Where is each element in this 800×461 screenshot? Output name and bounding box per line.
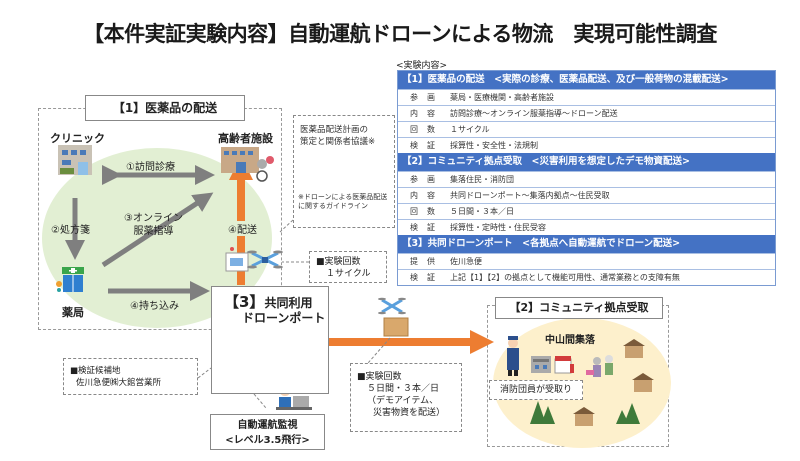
row-value: 訪問診療〜オンライン服薬指導〜ドローン配送: [450, 109, 618, 118]
port-title-line2: ドローンポート: [242, 311, 326, 325]
table-section-header: 【2】コミュニティ拠点受取 <災害利用を想定したデモ物資配送>: [398, 153, 775, 171]
section2-title: 【2】コミュニティ拠点受取: [495, 297, 663, 319]
row-key: 検証: [410, 223, 444, 232]
step3-label: ③オンライン 服薬指導: [124, 212, 183, 238]
pharmacy-icon: [56, 267, 84, 292]
pharmacy-label: 薬局: [62, 306, 84, 319]
experiment-table: 【1】医薬品の配送 <実際の診療、医薬品配送、及び一般荷物の混載配送> 参画薬局…: [397, 70, 776, 286]
arrow-online: [101, 192, 214, 268]
clinic-label: クリニック: [50, 132, 105, 145]
count-note-line1: ■実験回数: [316, 257, 361, 267]
step1-label: ①訪問診療: [126, 162, 175, 173]
plan-note-line1: 医薬品配送計画の: [300, 125, 369, 135]
route2-count-note: ■実験回数 ５日間・３本／日 （デモアイテム、 災害物資を配送）: [350, 363, 462, 432]
step4-bring-label: ④持ち込み: [130, 301, 179, 312]
post-office-icon: [554, 356, 574, 374]
step3-line2: 服薬指導: [133, 226, 174, 237]
row-key: 参画: [410, 93, 444, 102]
row-key: 回数: [410, 207, 444, 216]
candidate-line1: ■検証候補地: [70, 366, 121, 376]
table-row: 参画薬局・医療機関・高齢者施設: [398, 89, 775, 105]
route2-line4: 災害物資を配送）: [373, 408, 446, 418]
candidate-line2: 佐川急便㈱大館営業所: [76, 378, 162, 388]
row-value: 採算性・定時性・住民受容: [450, 223, 546, 232]
row-key: 内容: [410, 109, 444, 118]
row-key: 検証: [410, 273, 444, 282]
row-value: 上記【1】【2】の拠点として機能可用性、通常業務との支障有無: [450, 273, 680, 282]
elderly-facility-icon: [221, 147, 274, 182]
firefighter-icon: [507, 336, 519, 376]
table-row: 検証採算性・定時性・住民受容: [398, 219, 775, 235]
callout-lines: [197, 219, 391, 409]
drone-package-icon: [225, 247, 249, 272]
row-key: 検証: [410, 141, 444, 150]
table-row: 参画集落住民・消防団: [398, 171, 775, 187]
auto-monitor-box: 自動運航監視 <レベル3.5飛行>: [210, 414, 325, 450]
guideline-note: ※ドローンによる医薬品配送に関するガイドライン: [298, 193, 388, 210]
table-caption: <実験内容>: [396, 61, 448, 71]
monitor-line1: 自動運航監視: [237, 420, 298, 431]
table-section-header: 【3】共同ドローンポート <各拠点へ自動運航でドローン配送>: [398, 235, 775, 253]
candidate-site-note: ■検証候補地 佐川急便㈱大館営業所: [63, 358, 198, 395]
row-value: 共同ドローンポート〜集落内拠点〜住民受取: [450, 191, 610, 200]
step4-delivery-label: ④配送: [228, 221, 257, 236]
step3-line1: ③オンライン: [124, 213, 183, 224]
row-value: ５日間・３本／日: [450, 207, 514, 216]
table-row: 回数 １サイクル: [398, 121, 775, 137]
count-note-line2: １サイクル: [326, 269, 371, 279]
table-row: 内容訪問診療〜オンライン服薬指導〜ドローン配送: [398, 105, 775, 121]
section1-title: 【1】医薬品の配送: [85, 95, 245, 121]
row-value: １サイクル: [450, 125, 490, 134]
plan-note: 医薬品配送計画の策定と関係者協議※ ※ドローンによる医薬品配送に関するガイドライ…: [293, 115, 395, 228]
port-title-line1: 共同利用: [264, 296, 313, 310]
elderly-facility-label: 高齢者施設: [218, 132, 273, 145]
row-value: 採算性・安全性・法規制: [450, 141, 538, 150]
section1-count-note: ■実験回数 １サイクル: [309, 251, 387, 283]
drone-box-icon: [378, 297, 409, 337]
drone-port-box: 【3】共同利用 ドローンポート: [211, 286, 329, 394]
house-icon: [573, 339, 654, 426]
row-key: 参画: [410, 175, 444, 184]
step2-label: ②処方箋: [51, 225, 90, 236]
port-title-prefix: 【3】: [224, 293, 265, 311]
drone-icon: [247, 250, 283, 269]
table-row: 検証採算性・安全性・法規制: [398, 137, 775, 153]
plan-note-line2: 策定と関係者協議※: [300, 137, 376, 147]
monitor-line2: <レベル3.5飛行>: [225, 435, 310, 446]
route2-line1: ■実験回数: [357, 372, 402, 382]
town-hall-icon: [531, 356, 551, 373]
table-row: 提供佐川急便: [398, 253, 775, 269]
row-key: 内容: [410, 191, 444, 200]
table-row: 回数 ５日間・３本／日: [398, 203, 775, 219]
elderly-couple-icon: [586, 355, 613, 377]
row-key: 回数: [410, 125, 444, 134]
page-title: 【本件実証実験内容】自動運航ドローンによる物流 実現可能性調査: [83, 22, 717, 46]
table-section-header: 【1】医薬品の配送 <実際の診療、医薬品配送、及び一般荷物の混載配送>: [398, 71, 775, 89]
village-label: 中山間集落: [545, 335, 595, 346]
table-row: 内容共同ドローンポート〜集落内拠点〜住民受取: [398, 187, 775, 203]
row-value: 佐川急便: [450, 257, 482, 266]
route2-line2: ５日間・３本／日: [367, 384, 440, 394]
row-key: 提供: [410, 257, 444, 266]
clinic-icon: [58, 145, 92, 175]
row-value: 薬局・医療機関・高齢者施設: [450, 93, 554, 102]
tree-icon: [530, 401, 640, 424]
table-row: 検証上記【1】【2】の拠点として機能可用性、通常業務との支障有無: [398, 269, 775, 285]
row-value: 集落住民・消防団: [450, 175, 514, 184]
receive-note: 消防団員が受取り: [489, 380, 583, 400]
route2-line3: （デモアイテム、: [367, 396, 439, 406]
